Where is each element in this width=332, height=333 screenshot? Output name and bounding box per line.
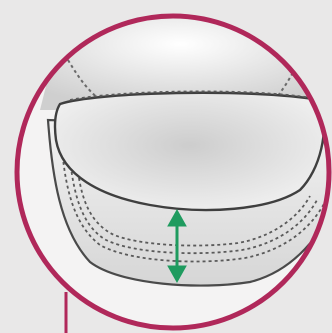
illustration-stage xyxy=(0,0,332,333)
cap-brim-diagram xyxy=(0,0,332,333)
